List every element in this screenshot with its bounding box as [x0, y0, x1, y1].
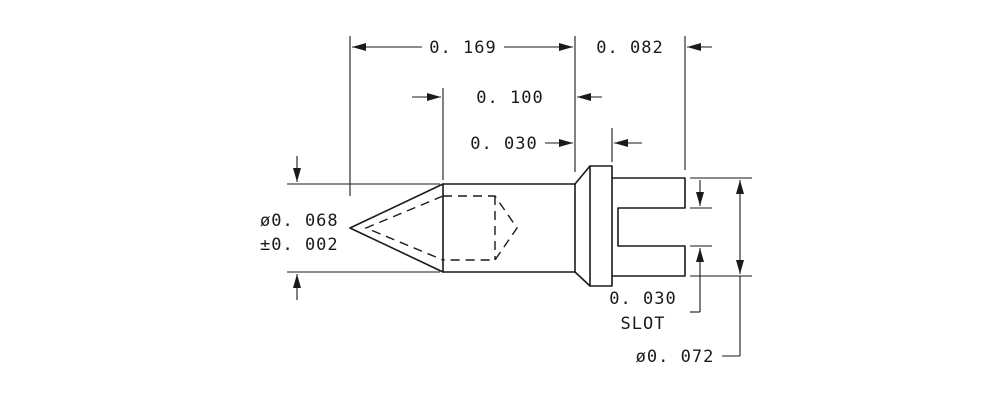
dimension-0030-slot	[690, 180, 704, 313]
hidden-lines	[364, 195, 518, 261]
label-slot: SLOT	[621, 314, 666, 334]
flange-chamfer	[574, 165, 591, 287]
dimension-0068	[293, 156, 301, 300]
flange	[589, 165, 613, 287]
dimension-0100	[412, 93, 602, 101]
label-flange-thickness: 0. 030	[470, 134, 537, 154]
label-body-length: 0. 100	[476, 88, 543, 108]
tip-taper	[349, 183, 444, 273]
body	[442, 183, 576, 273]
dimension-0082	[687, 43, 712, 51]
label-tail-diameter: ø0. 072	[636, 347, 715, 367]
dimension-0169	[352, 43, 573, 51]
slotted-tail	[611, 177, 686, 277]
label-body-tolerance: ±0. 002	[260, 235, 339, 255]
hidden-bore	[364, 195, 518, 261]
dimension-0030-flange	[545, 139, 642, 147]
label-overall-length: 0. 169	[429, 38, 496, 58]
extension-lines	[287, 36, 752, 277]
part-outline	[349, 165, 686, 287]
label-slot-width: 0. 030	[609, 289, 676, 309]
label-tail-length: 0. 082	[596, 38, 663, 58]
label-body-diameter: ø0. 068	[260, 211, 339, 231]
dimension-0072	[722, 180, 744, 357]
